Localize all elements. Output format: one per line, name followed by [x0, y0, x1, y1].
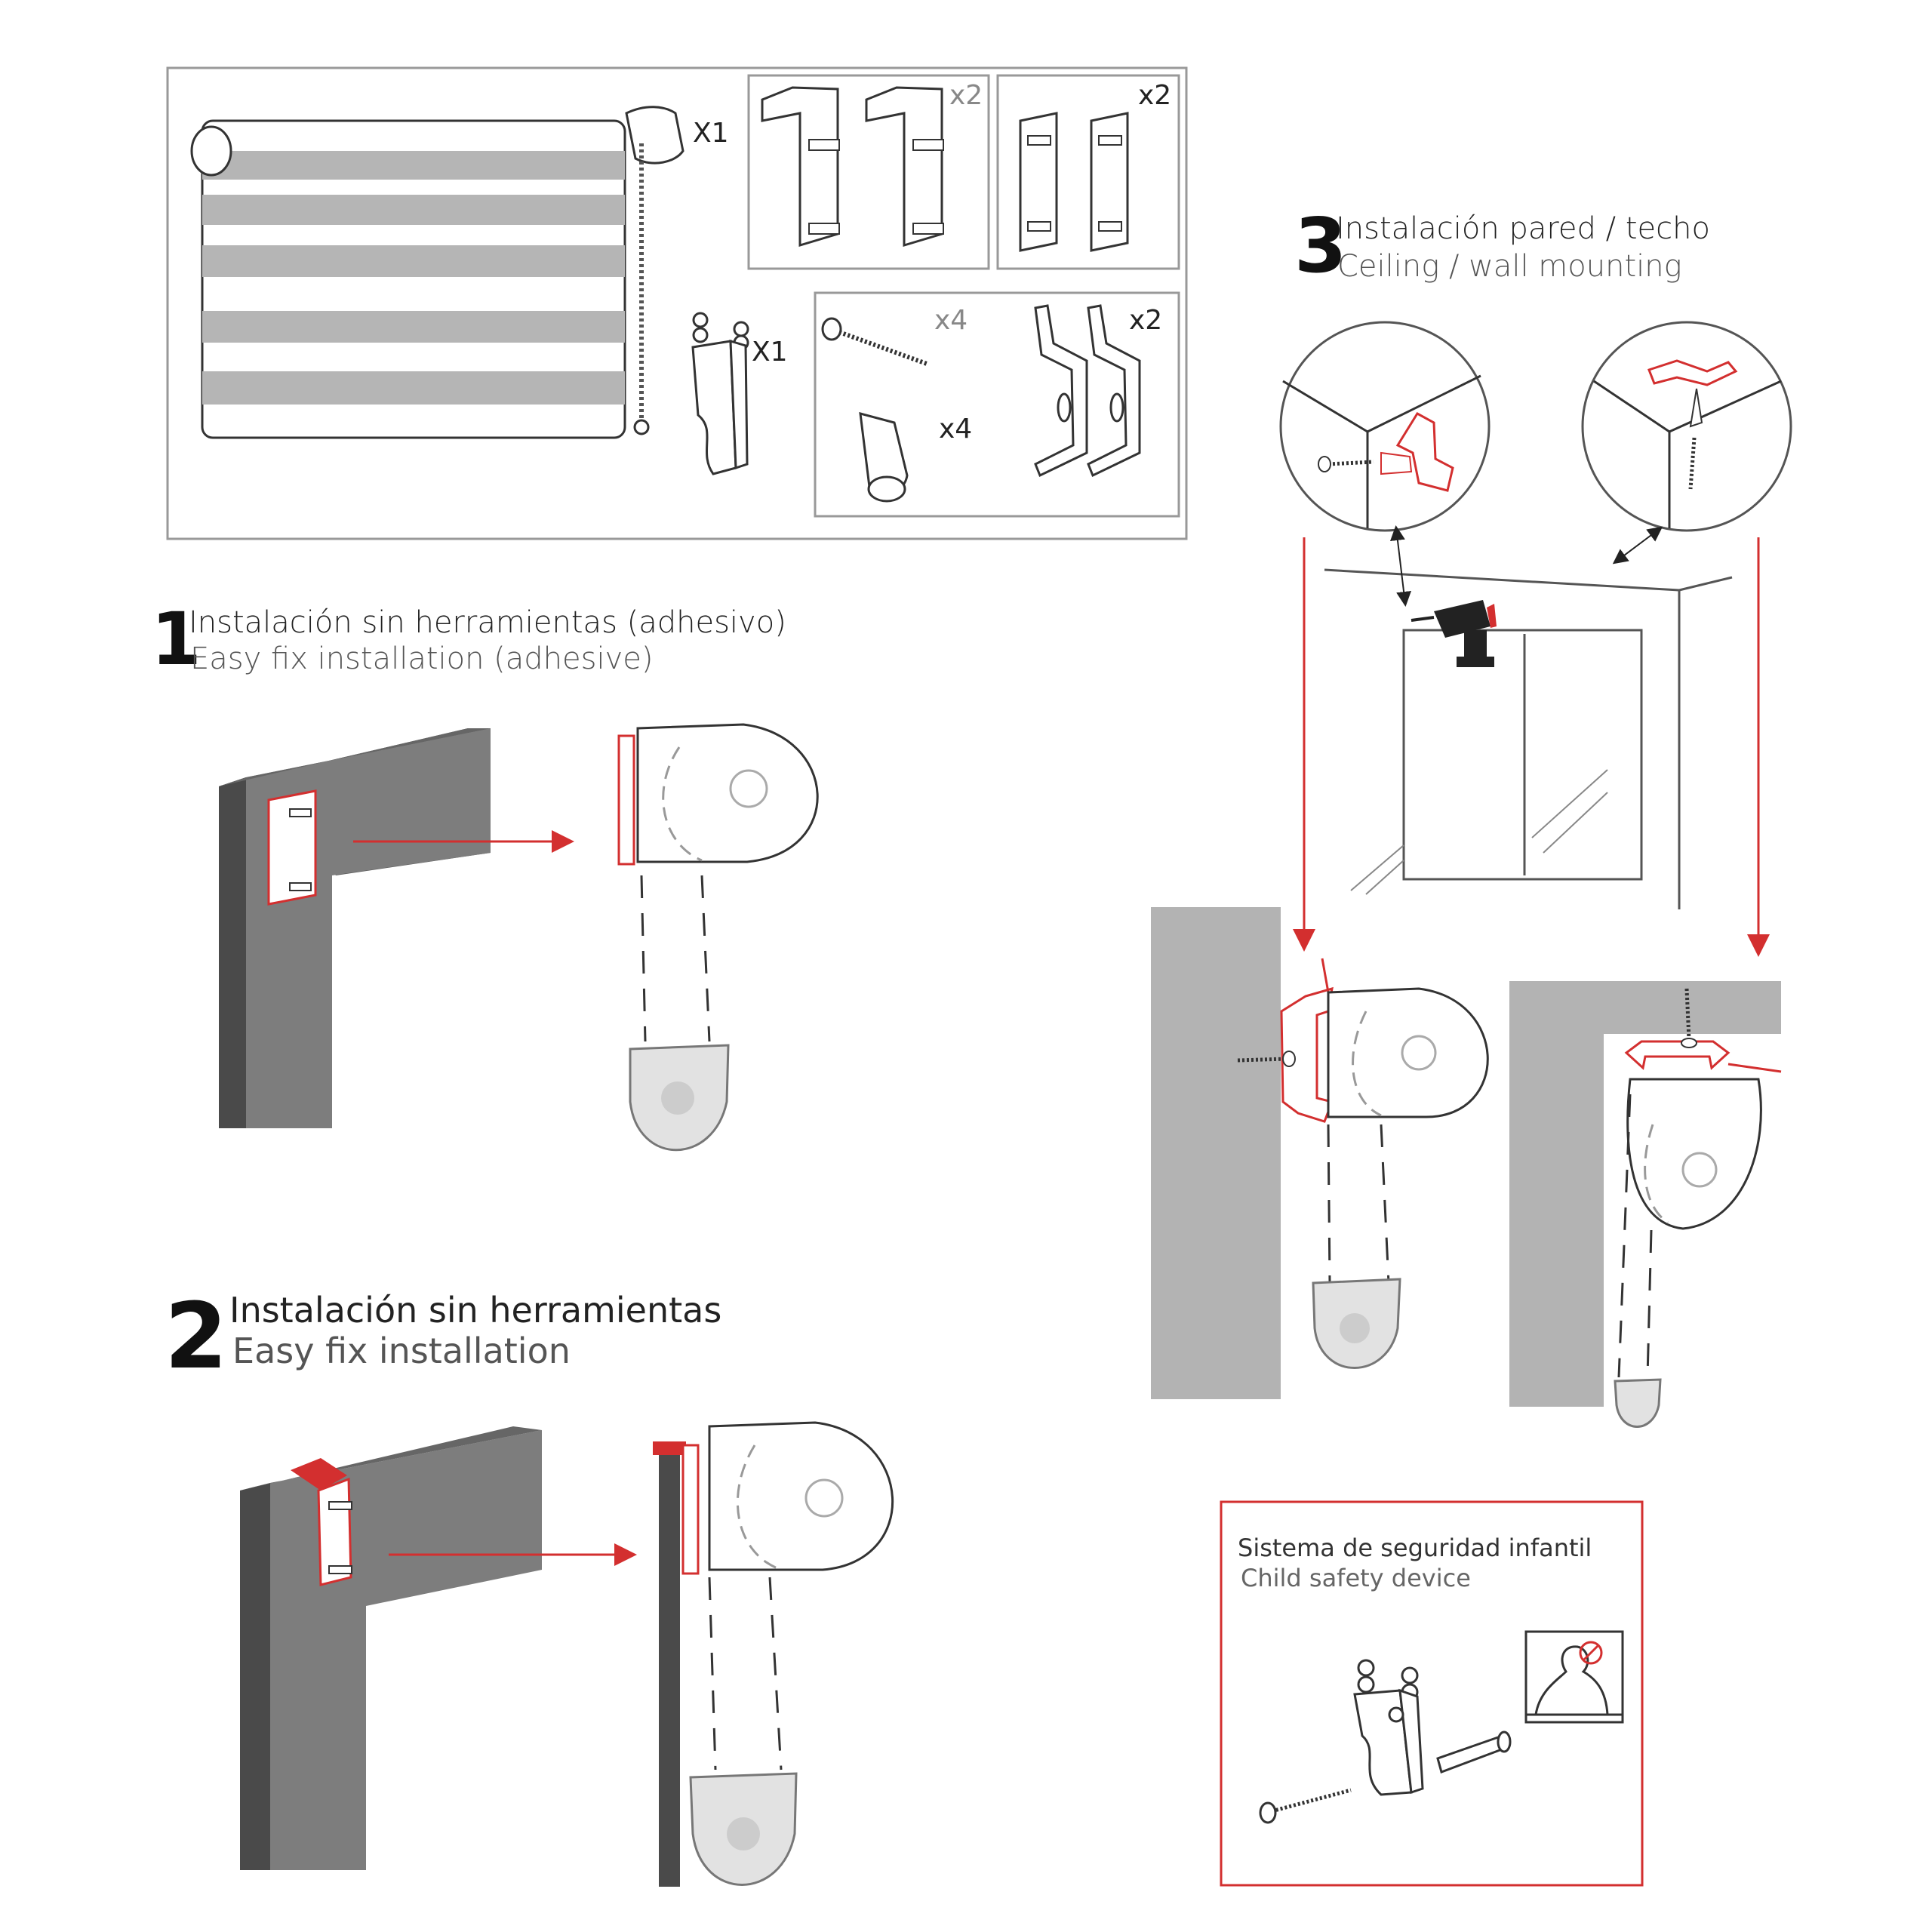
screw-qty: x4 — [934, 305, 968, 336]
step1: 1 Instalación sin herramientas (adhesivo… — [151, 597, 819, 1152]
step3: 3 Instalación pared / techo Ceiling / wa… — [1151, 202, 1792, 1428]
safety-device-icon — [691, 312, 749, 475]
safety-device-qty: X1 — [752, 337, 788, 368]
clip-bracket-qty: x2 — [949, 80, 983, 111]
kit-panel: X1 x2 x2 — [166, 66, 1188, 540]
step1-title-en: Easy fix installation (adhesive) — [190, 641, 653, 676]
step2-title-es: Instalación sin herramientas — [229, 1290, 721, 1331]
cassette-side-view — [653, 1421, 894, 1887]
wall-mount-view — [1151, 907, 1489, 1399]
step3-number: 3 — [1294, 202, 1347, 290]
step2: 2 Instalación sin herramientas Easy fix … — [165, 1284, 894, 1887]
step2-title-en: Easy fix installation — [232, 1331, 571, 1371]
wall-plug-icon — [1436, 1730, 1512, 1774]
metal-bracket-icon — [1034, 304, 1141, 478]
screw-icon — [821, 317, 928, 366]
ceiling-detail-circle — [1581, 321, 1792, 532]
safety-panel: Sistema de seguridad infantil Child safe… — [1220, 1500, 1644, 1887]
adhesive-bracket-qty: x2 — [1138, 80, 1171, 111]
step1-number: 1 — [151, 597, 202, 681]
roller-blind-icon — [190, 106, 685, 439]
ceiling-mount-view — [1509, 981, 1782, 1428]
safety-device-icon — [1353, 1659, 1424, 1796]
step1-title-es: Instalación sin herramientas (adhesivo) — [189, 605, 786, 640]
blind-qty: X1 — [693, 118, 729, 149]
metal-bracket-icon — [1395, 412, 1454, 492]
clip-bracket-icon — [291, 1458, 352, 1586]
step2-number: 2 — [165, 1284, 228, 1389]
drill-icon — [1411, 600, 1497, 667]
window-frame — [219, 728, 491, 1128]
metal-bracket-icon — [1647, 359, 1738, 386]
clip-bracket-icon — [761, 86, 944, 248]
wall-detail-circle — [1279, 321, 1491, 532]
adhesive-bracket-icon — [1019, 112, 1129, 252]
safety-title-es: Sistema de seguridad infantil — [1238, 1534, 1592, 1562]
step3-title-es: Instalación pared / techo — [1336, 211, 1710, 246]
wall-plug-icon — [859, 411, 909, 503]
window-frame — [240, 1426, 542, 1870]
adhesive-bracket-icon — [267, 789, 317, 906]
screw-icon — [1259, 1788, 1352, 1824]
safety-title-en: Child safety device — [1241, 1564, 1471, 1592]
metal-bracket-qty: x2 — [1129, 305, 1162, 336]
plug-qty: x4 — [939, 414, 972, 445]
step3-title-en: Ceiling / wall mounting — [1337, 249, 1682, 284]
cassette-side-view — [617, 723, 819, 1152]
room-scene — [1324, 525, 1733, 909]
child-warning-icon — [1524, 1630, 1624, 1724]
